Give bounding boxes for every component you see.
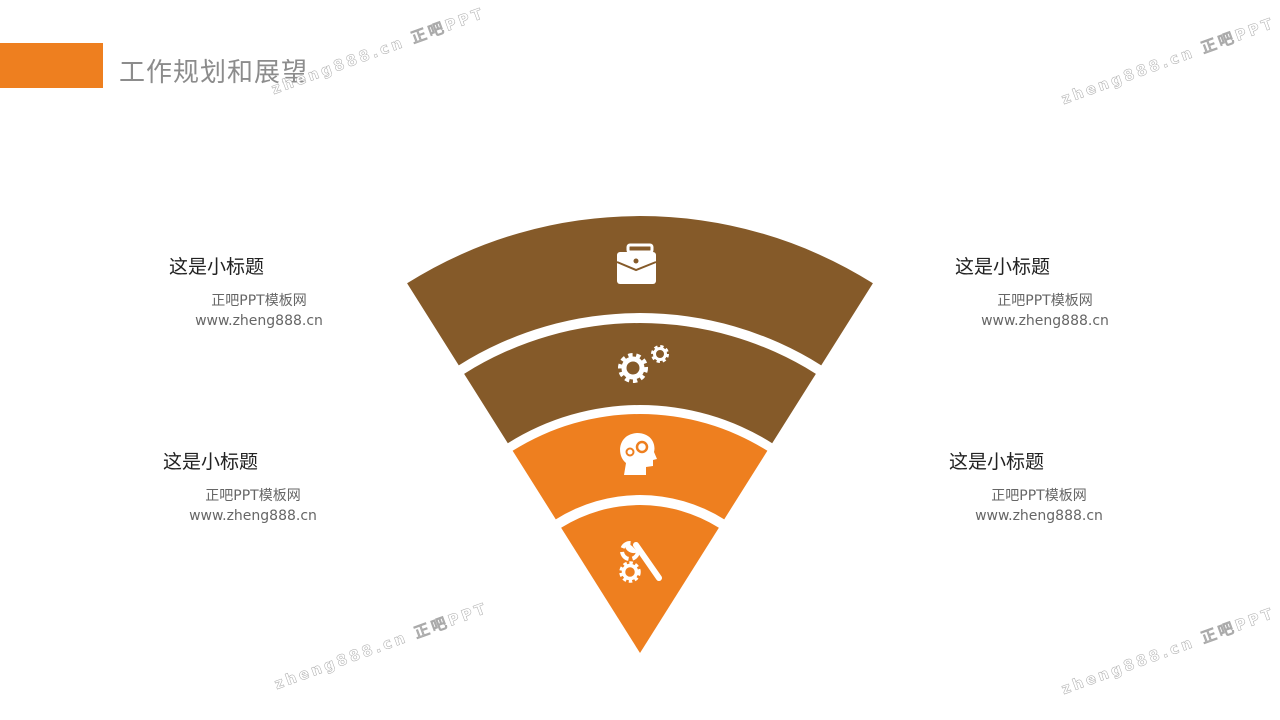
item-desc-2: www.zheng888.cn [975, 508, 1103, 524]
item-desc-2: www.zheng888.cn [981, 313, 1109, 329]
item-title: 这是小标题 [169, 256, 265, 278]
funnel-layer-1 [407, 216, 873, 366]
item-desc-2: www.zheng888.cn [195, 313, 323, 329]
head-gears-icon [620, 433, 657, 475]
funnel-layer-4 [561, 505, 719, 653]
item-title: 这是小标题 [955, 256, 1051, 278]
item-top-left: 这是小标题 正吧PPT模板网 www.zheng888.cn [169, 252, 369, 331]
gears-icon [618, 345, 669, 383]
item-desc-2: www.zheng888.cn [189, 508, 317, 524]
title-accent-bar [0, 43, 103, 88]
item-title: 这是小标题 [949, 451, 1045, 473]
item-bottom-left: 这是小标题 正吧PPT模板网 www.zheng888.cn [163, 447, 363, 526]
briefcase-icon [616, 243, 657, 284]
item-desc-1: 正吧PPT模板网 [997, 293, 1093, 309]
item-desc-1: 正吧PPT模板网 [991, 488, 1087, 504]
item-title: 这是小标题 [163, 451, 259, 473]
page-title: 工作规划和展望 [119, 58, 309, 88]
funnel-layer-2 [464, 323, 816, 444]
item-top-right: 这是小标题 正吧PPT模板网 www.zheng888.cn [955, 252, 1155, 331]
item-desc-1: 正吧PPT模板网 [205, 488, 301, 504]
wrench-gear-icon [619, 541, 662, 583]
item-bottom-right: 这是小标题 正吧PPT模板网 www.zheng888.cn [949, 447, 1149, 526]
item-desc-1: 正吧PPT模板网 [211, 293, 307, 309]
